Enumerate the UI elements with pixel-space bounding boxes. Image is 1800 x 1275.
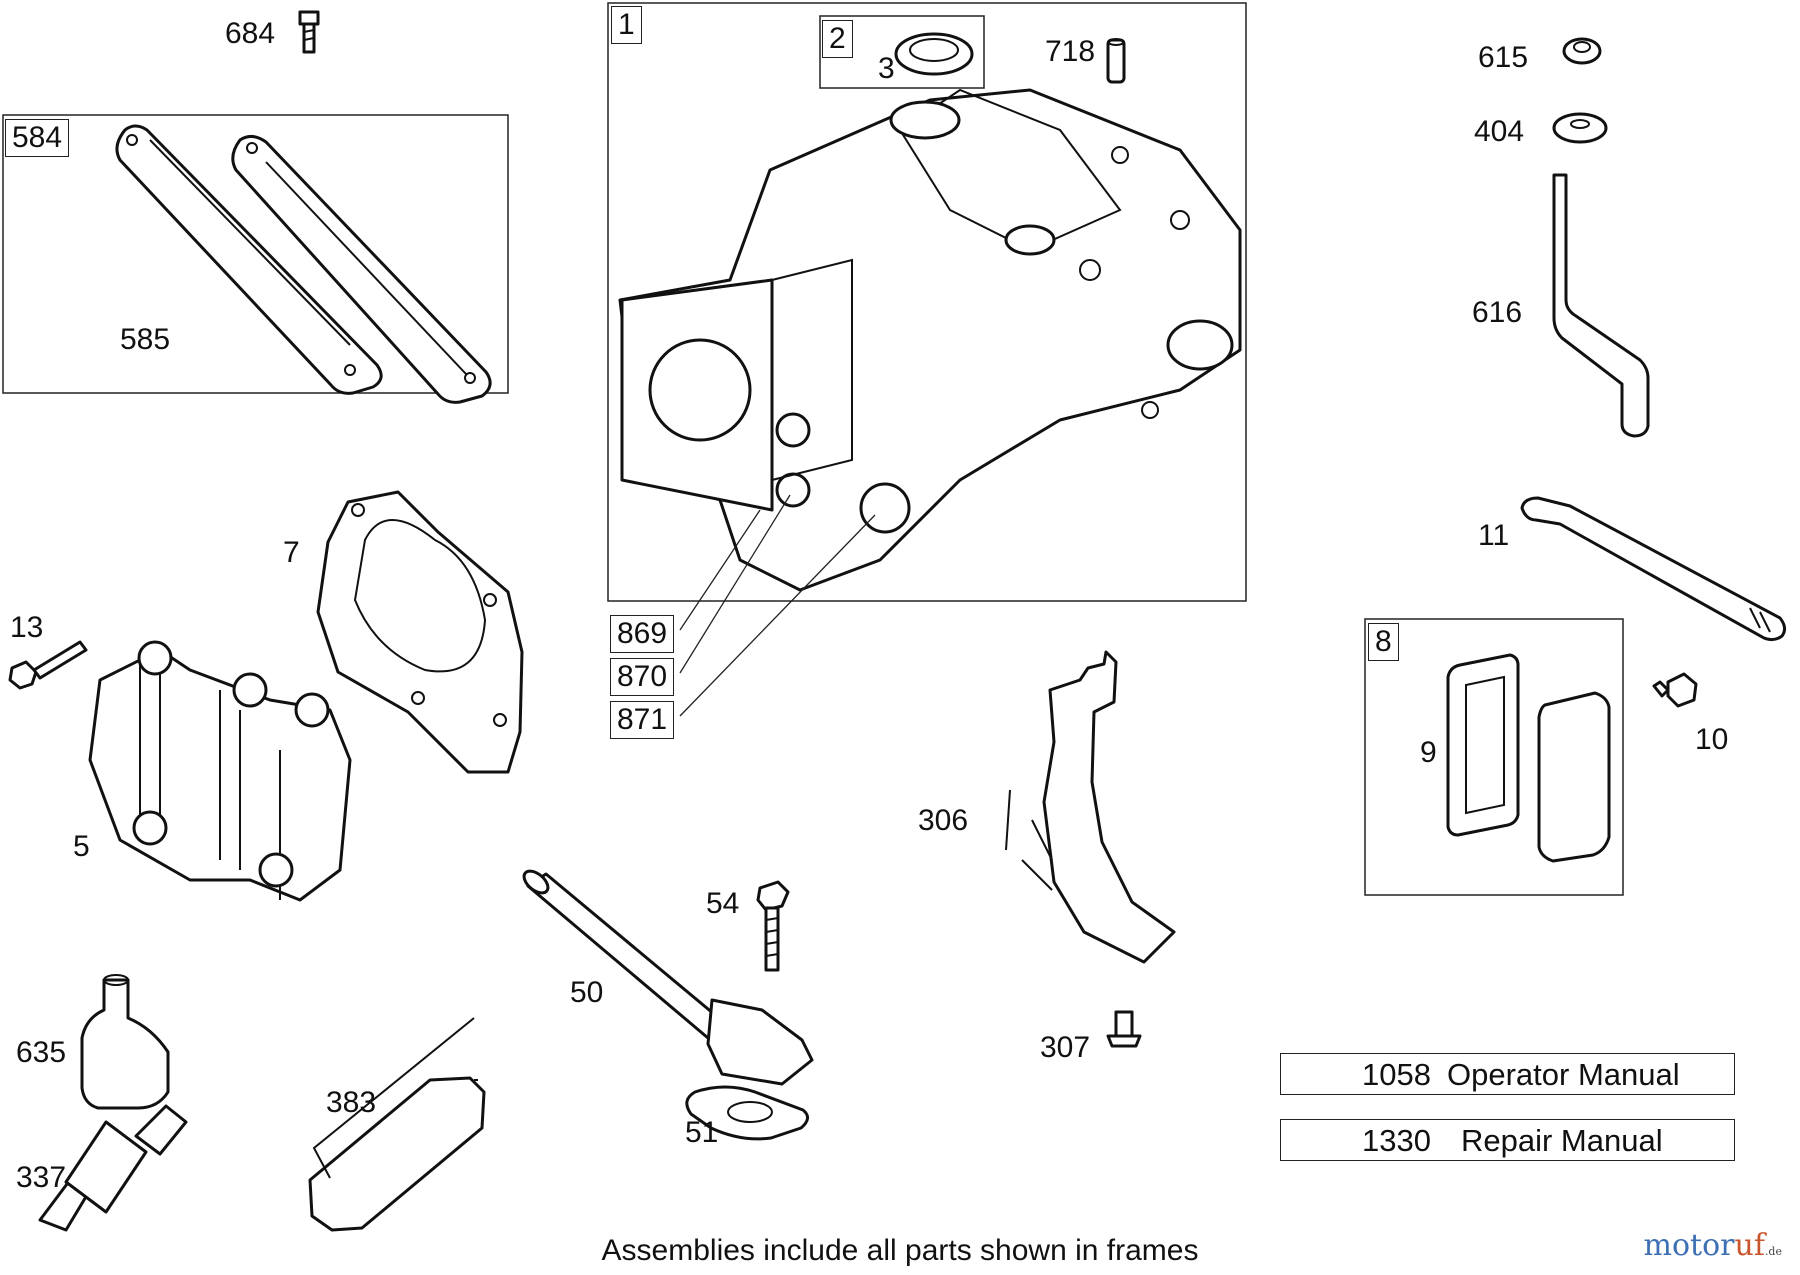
frame-8 — [1364, 618, 1624, 896]
callout-307: 307 — [1040, 1031, 1091, 1064]
watermark-logo: motoruf.de — [1644, 1228, 1782, 1263]
manual-title: Operator Manual — [1447, 1056, 1680, 1092]
callout-54: 54 — [706, 887, 740, 920]
frame-584 — [2, 114, 509, 394]
tube-11-drawing — [1520, 496, 1787, 642]
callout-337: 337 — [16, 1161, 67, 1194]
callout-635: 635 — [16, 1036, 67, 1069]
assemblies-note: Assemblies include all parts shown in fr… — [601, 1234, 1199, 1267]
seal-3-drawing — [894, 32, 974, 76]
manual-number: 1330 — [1362, 1122, 1431, 1158]
screw-307-drawing — [1106, 1010, 1142, 1048]
callout-869: 869 — [610, 615, 675, 653]
leader-lines-869-871 — [679, 494, 876, 717]
callout-383: 383 — [326, 1086, 377, 1119]
callout-2: 2 — [822, 20, 853, 58]
callout-7: 7 — [283, 536, 300, 569]
head-gasket-7-drawing — [316, 490, 524, 774]
callout-5: 5 — [73, 830, 90, 863]
callout-13: 13 — [10, 611, 44, 644]
tool-383-drawing — [308, 1017, 486, 1232]
watermark-main: motor — [1643, 1228, 1735, 1263]
breather-9-drawing — [1446, 653, 1611, 863]
callout-616: 616 — [1472, 296, 1523, 329]
dipstick-616-drawing — [1552, 173, 1650, 438]
callout-615: 615 — [1478, 41, 1529, 74]
shield-306-drawing — [1005, 650, 1176, 964]
callout-3: 3 — [878, 52, 895, 85]
frame-2 — [819, 15, 985, 89]
intake-tube-50-drawing — [522, 869, 814, 1086]
bolt-684-drawing — [298, 10, 320, 54]
bolt-10-drawing — [1652, 672, 1698, 708]
watermark-suffix: .de — [1764, 1245, 1782, 1258]
callout-870: 870 — [610, 658, 675, 696]
manual-row-repair: 1330 Repair Manual — [1280, 1119, 1735, 1161]
spark-boot-635-drawing — [80, 974, 170, 1110]
bolt-13-drawing — [8, 640, 88, 690]
callout-871: 871 — [610, 701, 675, 739]
cylinder-head-5-drawing — [88, 640, 352, 902]
crankcase-1-drawing — [618, 88, 1242, 592]
callout-50: 50 — [570, 976, 604, 1009]
callout-9: 9 — [1420, 736, 1437, 769]
manual-number: 1058 — [1362, 1056, 1431, 1092]
watermark-accent: uf — [1734, 1228, 1765, 1263]
callout-404: 404 — [1474, 115, 1525, 148]
gasket-585-drawing — [115, 124, 492, 404]
callout-718: 718 — [1045, 35, 1096, 68]
callout-684: 684 — [225, 17, 276, 50]
washer-404-drawing — [1552, 112, 1608, 144]
callout-51: 51 — [685, 1116, 719, 1149]
manual-row-operator: 1058 Operator Manual — [1280, 1053, 1735, 1095]
callout-10: 10 — [1695, 723, 1729, 756]
bolt-54-drawing — [756, 880, 790, 972]
callout-11: 11 — [1478, 519, 1510, 552]
callout-8: 8 — [1368, 623, 1399, 661]
spark-plug-337-drawing — [38, 1104, 188, 1232]
callout-1: 1 — [611, 6, 642, 44]
frame-1 — [607, 2, 1247, 602]
grommet-615-drawing — [1562, 37, 1602, 65]
manual-title: Repair Manual — [1461, 1122, 1663, 1158]
callout-306: 306 — [918, 804, 969, 837]
callout-584: 584 — [5, 119, 70, 157]
callout-585: 585 — [120, 323, 171, 356]
gasket-51-drawing — [685, 1085, 809, 1141]
pin-718-drawing — [1106, 38, 1126, 84]
